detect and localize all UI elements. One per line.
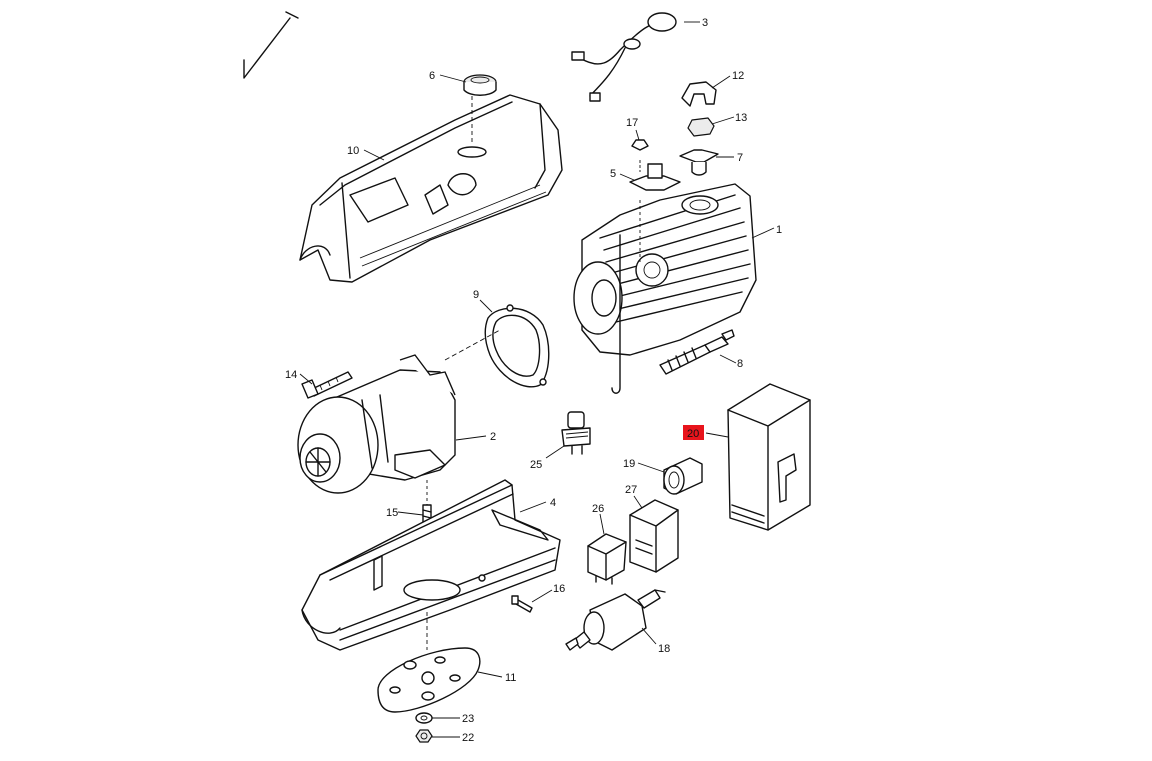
part-22-nut (415, 729, 433, 743)
part-20-control-unit (727, 383, 811, 531)
callout-8: 8 (737, 358, 743, 370)
part-13-nut (687, 117, 715, 137)
part-8-glow-plug (659, 329, 735, 375)
part-19-connector (663, 457, 703, 495)
callout-12: 12 (732, 70, 744, 82)
part-10-upper-cover (299, 94, 563, 283)
callout-25: 25 (530, 459, 542, 471)
callout-20: 20 (687, 428, 699, 440)
part-23-washer (415, 712, 433, 724)
callout-16: 16 (553, 583, 565, 595)
part-12-clamp (681, 81, 717, 107)
part-11-mounting-plate (377, 612, 481, 713)
part-18-fuel-pump (565, 589, 666, 651)
callout-labels: 1 2 3 4 5 6 7 8 9 10 11 12 13 14 15 16 1… (285, 17, 782, 744)
part-16-screw (511, 595, 533, 613)
callout-22: 22 (462, 732, 474, 744)
part-25-connector (561, 411, 591, 455)
callout-11: 11 (505, 672, 516, 684)
callout-1: 1 (776, 224, 782, 236)
callout-14: 14 (285, 369, 297, 381)
corner-fragment (243, 11, 299, 79)
part-27-relay (629, 499, 679, 573)
callout-4: 4 (550, 497, 556, 509)
leader-lines (299, 21, 775, 738)
callout-18: 18 (658, 643, 670, 655)
part-9-gasket (444, 304, 550, 388)
part-4-lower-shell (301, 479, 561, 651)
callout-10: 10 (347, 145, 359, 157)
part-1-heat-exchanger (573, 183, 757, 394)
part-5-sensor (629, 160, 681, 191)
part-26-relay (587, 533, 627, 585)
part-6-grommet (463, 74, 497, 142)
callout-3: 3 (702, 17, 708, 29)
part-2-blower (297, 354, 456, 494)
callout-20-highlight (683, 425, 704, 440)
callout-17: 17 (626, 117, 638, 129)
callout-7: 7 (737, 152, 743, 164)
part-3-wiring-harness (571, 12, 677, 102)
callout-2: 2 (490, 431, 496, 443)
callout-9: 9 (473, 289, 479, 301)
callout-23: 23 (462, 713, 474, 725)
callout-26: 26 (592, 503, 604, 515)
callout-5: 5 (610, 168, 616, 180)
callout-19: 19 (623, 458, 635, 470)
part-7-wing-nut (679, 149, 719, 176)
callout-27: 27 (625, 484, 637, 496)
callout-15: 15 (386, 507, 398, 519)
callout-13: 13 (735, 112, 747, 124)
part-17-cap (631, 139, 649, 151)
callout-6: 6 (429, 70, 435, 82)
